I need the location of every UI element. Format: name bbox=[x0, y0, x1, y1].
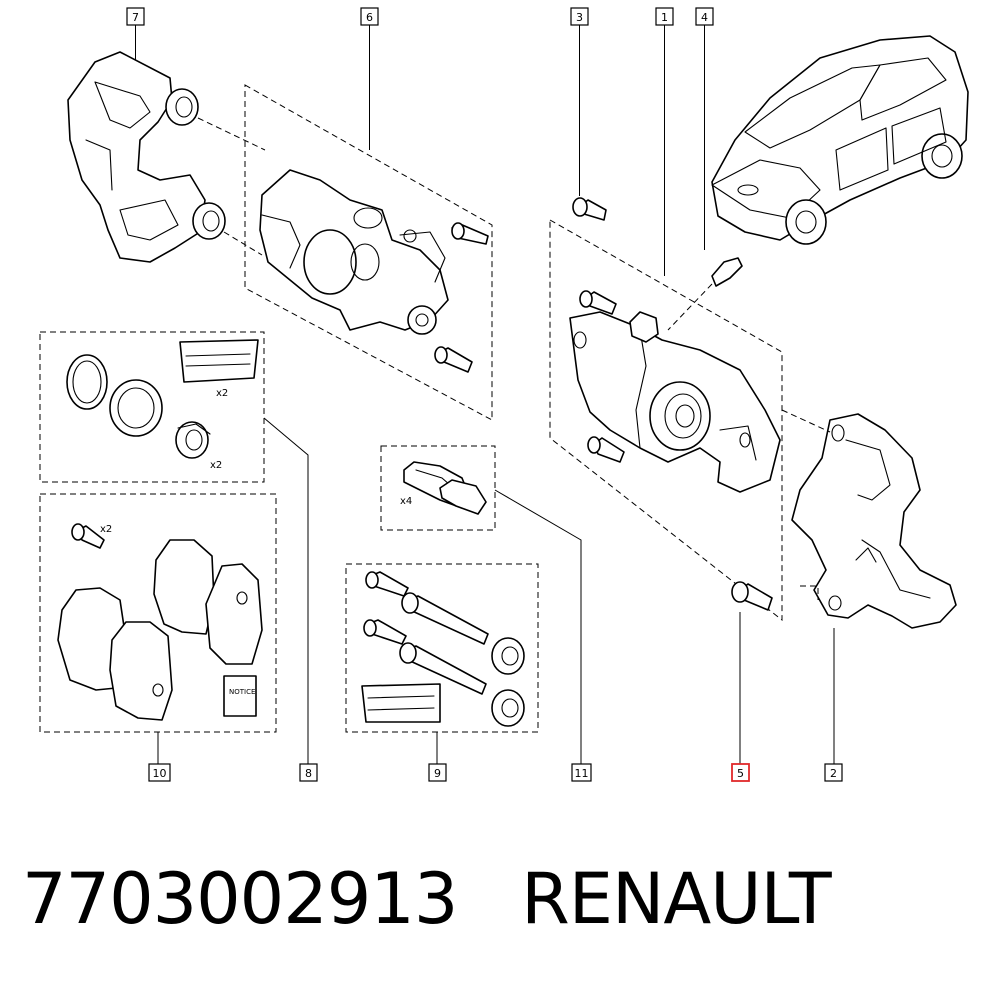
svg-text:9: 9 bbox=[434, 767, 441, 780]
svg-text:2: 2 bbox=[830, 767, 837, 780]
svg-text:6: 6 bbox=[366, 11, 373, 24]
brake-caliper-left bbox=[259, 169, 449, 335]
caliper-carrier-right bbox=[791, 413, 957, 629]
callout-8[interactable]: 8 bbox=[299, 763, 318, 782]
svg-text:8: 8 bbox=[305, 767, 312, 780]
svg-text:5: 5 bbox=[737, 767, 744, 780]
brake-caliper-right bbox=[569, 311, 781, 493]
caption-gap bbox=[457, 858, 521, 940]
brake-pad-kit: x2 NOTICE bbox=[57, 523, 263, 721]
caliper-carrier-left bbox=[67, 51, 226, 263]
callout-9[interactable]: 9 bbox=[428, 763, 447, 782]
callout-4[interactable]: 4 bbox=[695, 7, 714, 26]
svg-text:NOTICE: NOTICE bbox=[229, 688, 255, 696]
bleeder-screw bbox=[667, 257, 743, 331]
brand-name: RENAULT bbox=[521, 858, 831, 940]
guide-pin-kit bbox=[361, 571, 525, 727]
callout-10[interactable]: 10 bbox=[148, 763, 171, 782]
bolt-lower-right bbox=[587, 436, 625, 463]
part-number: 7703002913 bbox=[22, 858, 458, 940]
svg-text:7: 7 bbox=[132, 11, 139, 24]
bolt-upper-right bbox=[579, 290, 617, 315]
bolt-upper-left bbox=[451, 222, 489, 245]
svg-text:3: 3 bbox=[576, 11, 583, 24]
callout-7[interactable]: 7 bbox=[126, 7, 145, 26]
bolt-lower-left bbox=[434, 346, 473, 373]
svg-text:4: 4 bbox=[701, 11, 708, 24]
svg-text:10: 10 bbox=[153, 767, 167, 780]
callout-5[interactable]: 5 bbox=[731, 763, 750, 782]
svg-text:x4: x4 bbox=[400, 496, 412, 507]
svg-text:x2: x2 bbox=[100, 524, 112, 535]
van-illustration bbox=[711, 35, 969, 245]
callout-2[interactable]: 2 bbox=[824, 763, 843, 782]
svg-text:1: 1 bbox=[661, 11, 668, 24]
callout-1[interactable]: 1 bbox=[655, 7, 674, 26]
svg-text:x2: x2 bbox=[216, 388, 228, 399]
bolt-5 bbox=[731, 581, 773, 611]
seal-kit: x2 x2 bbox=[66, 339, 259, 471]
svg-text:11: 11 bbox=[575, 767, 589, 780]
callout-11[interactable]: 11 bbox=[571, 763, 592, 782]
anti-rattle-clip-kit: x4 bbox=[400, 461, 487, 515]
svg-text:x2: x2 bbox=[210, 460, 222, 471]
callout-6[interactable]: 6 bbox=[360, 7, 379, 26]
callout-3[interactable]: 3 bbox=[570, 7, 589, 26]
bolt-3 bbox=[572, 197, 607, 221]
part-number-caption: 7703002913 RENAULT bbox=[22, 858, 832, 940]
